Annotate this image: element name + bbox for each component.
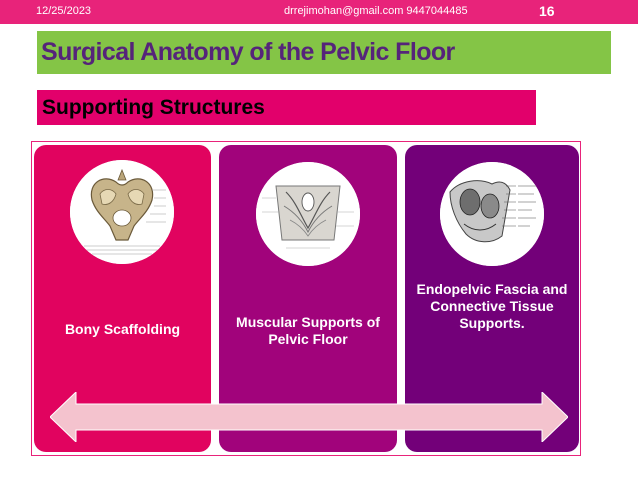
slide-footer-contact: drrejimohan@gmail.com 9447044485 (284, 5, 468, 17)
subtitle-bar: Supporting Structures (37, 90, 536, 125)
pelvic-fascia-illustration (440, 162, 544, 266)
slide-title: Surgical Anatomy of the Pelvic Floor (41, 38, 455, 66)
diagram-frame (31, 141, 581, 456)
double-arrow-icon (50, 392, 568, 442)
slide-subtitle: Supporting Structures (42, 96, 265, 119)
card-label: Bony Scaffolding (64, 321, 181, 337)
card-label: Endopelvic Fascia and Connective Tissue … (416, 281, 568, 331)
slide-header-bar: 12/25/2023 drrejimohan@gmail.com 9447044… (0, 0, 638, 24)
title-bar: Surgical Anatomy of the Pelvic Floor (37, 31, 611, 74)
slide-date: 12/25/2023 (36, 5, 92, 17)
card-bony-scaffolding: Bony Scaffolding (34, 145, 211, 452)
pelvis-bone-illustration (70, 160, 174, 264)
pelvic-muscles-illustration (256, 162, 360, 266)
card-muscular-supports: Muscular Supports of Pelvic Floor (219, 145, 397, 452)
card-label: Muscular Supports of Pelvic Floor (236, 314, 380, 347)
slide-number: 16 (539, 3, 555, 19)
